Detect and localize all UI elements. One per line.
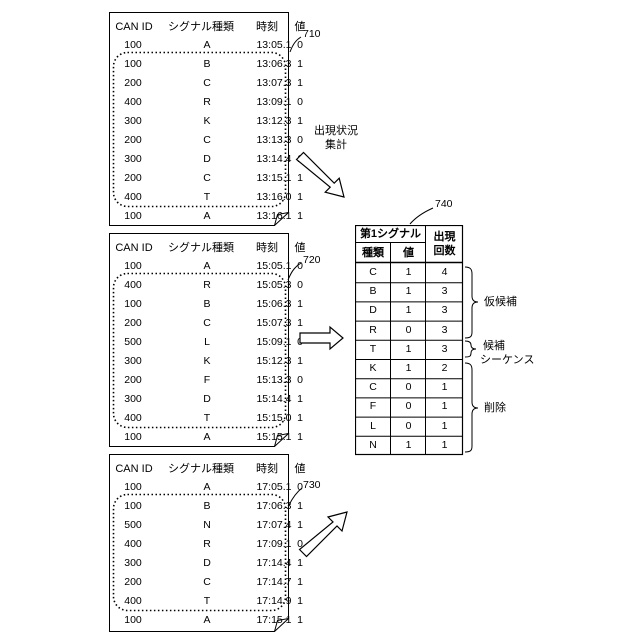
cell-type: D	[355, 301, 391, 320]
cell-type: N	[355, 436, 391, 455]
label-candidate-line2: シーケンス	[480, 353, 534, 367]
cell-value: 0	[391, 321, 426, 340]
cell-count: 1	[426, 397, 463, 416]
cell-value: 1	[391, 301, 426, 320]
cell-value: 1	[391, 263, 426, 282]
arrow-down-right	[297, 153, 345, 198]
cell-type: B	[355, 282, 391, 301]
cell-type: L	[355, 417, 391, 436]
cell-count: 3	[426, 321, 463, 340]
header-type: 種類	[355, 246, 391, 260]
cell-value: 1	[391, 340, 426, 359]
label-deleted: 削除	[484, 401, 506, 415]
leader-line-730	[289, 488, 302, 505]
leader-line-710	[290, 37, 301, 52]
header-count-line1: 出現	[426, 230, 463, 244]
label-candidate-sequence: 候補 シーケンス	[480, 339, 534, 367]
label-provisional-candidate: 仮候補	[484, 295, 517, 309]
header-first-signal: 第1シグナル	[355, 227, 426, 241]
cell-value: 1	[391, 436, 426, 455]
cell-count: 1	[426, 436, 463, 455]
cell-value: 0	[391, 397, 426, 416]
leader-line-720	[288, 263, 301, 280]
arrow-up-right	[300, 512, 348, 557]
cell-type: R	[355, 321, 391, 340]
cell-count: 3	[426, 301, 463, 320]
header-count-line2: 回数	[426, 244, 463, 258]
bracket-deleted	[465, 363, 478, 452]
cell-type: T	[355, 340, 391, 359]
cell-count: 1	[426, 417, 463, 436]
bracket-candidate	[465, 341, 476, 357]
cell-type: F	[355, 397, 391, 416]
cell-count: 3	[426, 340, 463, 359]
bracket-provisional	[465, 267, 478, 338]
cell-count: 4	[426, 263, 463, 282]
header-count: 出現 回数	[426, 230, 463, 258]
label-candidate-line1: 候補	[480, 339, 534, 353]
cell-type: C	[355, 378, 391, 397]
cell-value: 1	[391, 359, 426, 378]
cell-count: 1	[426, 378, 463, 397]
cell-type: K	[355, 359, 391, 378]
cell-value: 0	[391, 378, 426, 397]
arrow-right	[300, 327, 343, 349]
cell-type: C	[355, 263, 391, 282]
header-value: 値	[391, 246, 426, 260]
leader-line-740	[410, 208, 433, 224]
occurrence-count-table: 第1シグナル 種類 値 出現 回数 C14B13D13R03T13K12C01F…	[355, 225, 463, 455]
cell-value: 1	[391, 282, 426, 301]
cell-value: 0	[391, 417, 426, 436]
cell-count: 3	[426, 282, 463, 301]
cell-count: 2	[426, 359, 463, 378]
